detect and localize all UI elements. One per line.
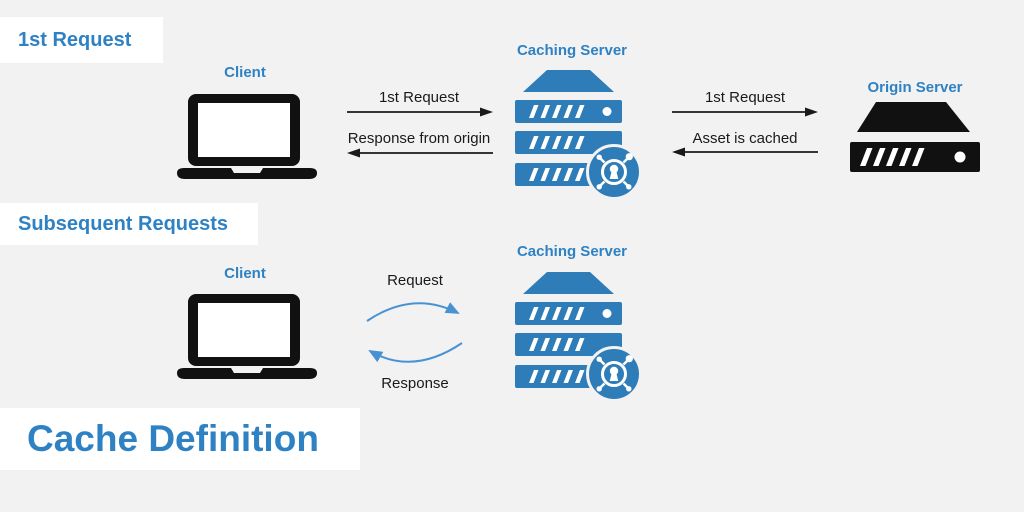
client-to-cache-request-arrow (347, 107, 493, 117)
origin-server-label: Origin Server (867, 79, 963, 96)
caching-server-icon (515, 272, 642, 402)
origin-server-icon (850, 102, 980, 172)
first-request-heading: 1st Request (18, 28, 132, 51)
title-panel: Cache Definition (0, 408, 360, 470)
client-to-cache-response-label: Response from origin (347, 129, 491, 147)
subsequent-requests-heading-panel: Subsequent Requests (0, 203, 258, 245)
client-to-cache-response-arrow (347, 148, 493, 158)
client-label-top: Client (224, 64, 266, 81)
caching-server-icon (515, 70, 642, 200)
caching-server-label-bottom: Caching Server (516, 243, 628, 260)
curved-response-label: Response (381, 374, 449, 392)
subsequent-requests-heading: Subsequent Requests (18, 212, 229, 235)
cache-to-origin-request-label: 1st Request (704, 88, 786, 106)
client-to-cache-request-label: 1st Request (378, 88, 460, 106)
page-title: Cache Definition (27, 418, 319, 459)
cache-to-origin-response-label: Asset is cached (692, 129, 798, 147)
cache-to-origin-request-arrow (672, 107, 818, 117)
request-response-cycle-arrows (366, 302, 463, 363)
client-laptop-icon (177, 94, 317, 179)
client-laptop-icon (177, 294, 317, 379)
cache-to-origin-response-arrow (672, 147, 818, 157)
cache-lock-badge-icon (586, 144, 642, 200)
caching-server-label-top: Caching Server (516, 42, 628, 59)
curved-request-label: Request (387, 271, 443, 289)
first-request-heading-panel: 1st Request (0, 17, 163, 63)
client-label-bottom: Client (224, 265, 266, 282)
cache-lock-badge-icon (586, 346, 642, 402)
